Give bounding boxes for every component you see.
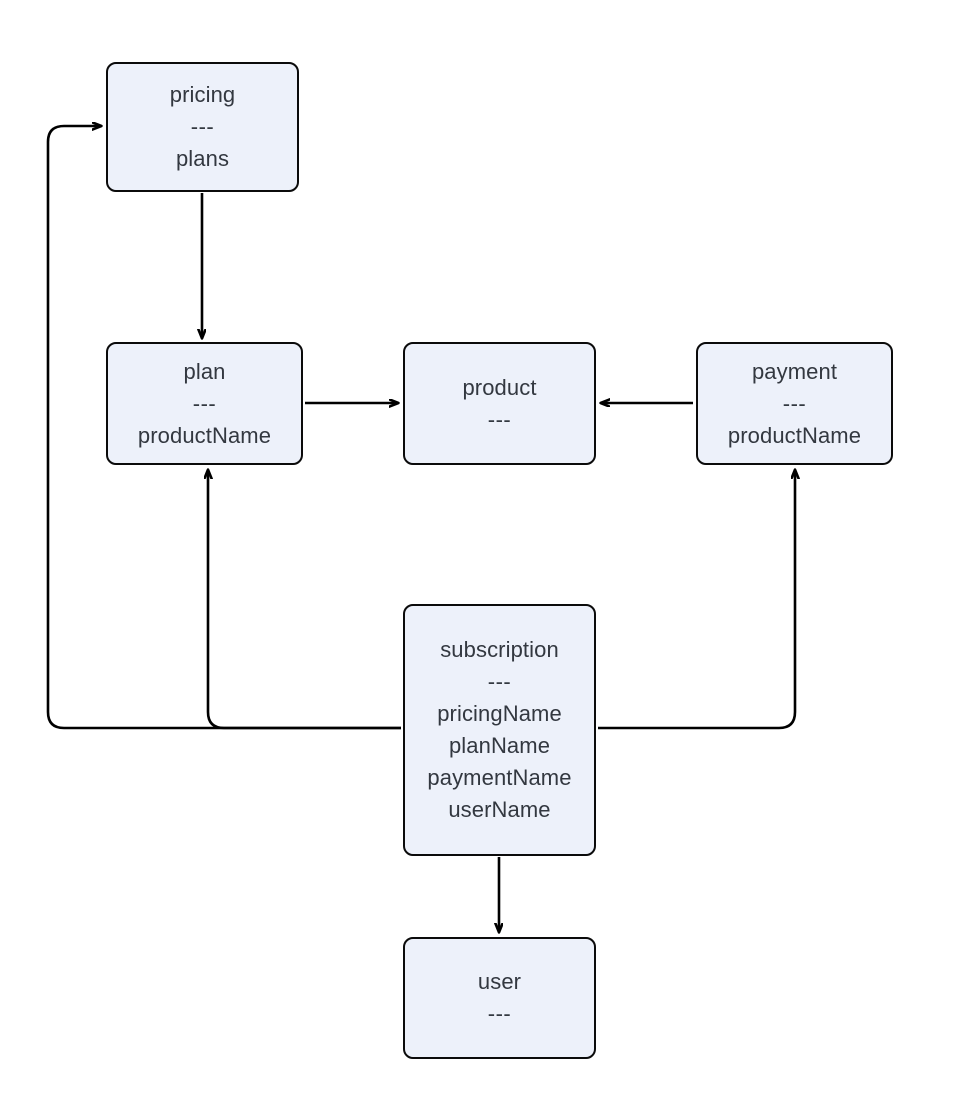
node-plan-field-productname: productName xyxy=(137,422,272,448)
node-payment[interactable]: payment --- productName xyxy=(696,342,893,465)
edge-subscription-to-payment xyxy=(598,470,795,730)
node-pricing-field-plans: plans xyxy=(175,146,230,171)
node-subscription[interactable]: subscription --- pricingName planName pa… xyxy=(403,604,596,856)
node-subscription-title: subscription xyxy=(440,637,559,662)
node-product[interactable]: product --- xyxy=(403,342,596,465)
node-payment-separator: --- xyxy=(782,390,807,416)
node-plan-separator: --- xyxy=(192,390,217,416)
edge-subscription-to-plan xyxy=(208,470,401,730)
node-pricing-separator: --- xyxy=(190,114,215,139)
node-user[interactable]: user --- xyxy=(403,937,596,1059)
node-subscription-field-username: userName xyxy=(448,797,551,822)
node-subscription-field-paymentname: paymentName xyxy=(427,765,572,790)
node-plan[interactable]: plan --- productName xyxy=(106,342,303,465)
node-subscription-field-pricingname: pricingName xyxy=(437,701,562,726)
node-user-title: user xyxy=(477,969,522,994)
node-subscription-separator: --- xyxy=(487,669,512,694)
node-product-title: product xyxy=(462,374,537,400)
node-pricing[interactable]: pricing --- plans xyxy=(106,62,299,192)
node-user-separator: --- xyxy=(487,1001,512,1026)
node-pricing-title: pricing xyxy=(169,82,236,107)
node-payment-title: payment xyxy=(751,358,838,384)
node-plan-title: plan xyxy=(183,358,226,384)
node-subscription-field-planname: planName xyxy=(448,733,551,758)
node-payment-field-productname: productName xyxy=(727,422,862,448)
node-product-separator: --- xyxy=(487,406,512,432)
